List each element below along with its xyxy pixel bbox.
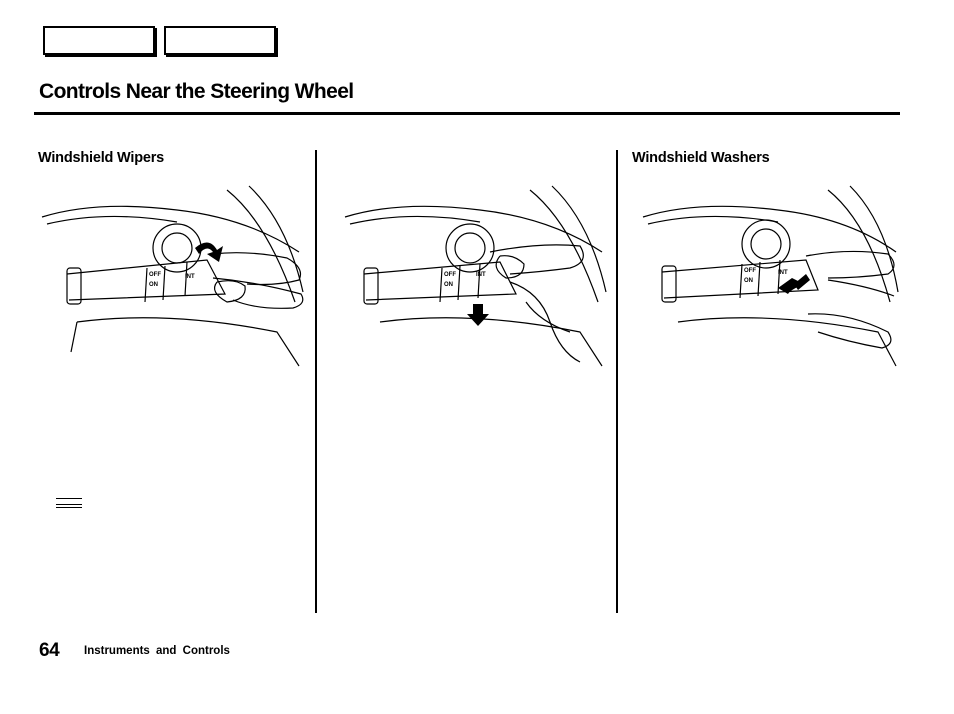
switch-label-off: OFF (744, 268, 756, 274)
switch-label-off: OFF (149, 272, 161, 278)
washer-lever-illustration: OFF ON INT (638, 182, 900, 379)
switch-label-on: ON (744, 278, 753, 284)
previous-page-button[interactable] (43, 26, 155, 55)
wiper-twist-arrow-icon (195, 242, 223, 262)
page-number: 64 (39, 640, 60, 661)
next-page-button[interactable] (164, 26, 276, 55)
switch-label-int: INT (185, 274, 195, 280)
page-title: Controls Near the Steering Wheel (39, 80, 354, 103)
switch-label-int: INT (476, 272, 486, 278)
section-heading-wipers: Windshield Wipers (38, 150, 165, 166)
wiper-down-arrow-icon (467, 304, 489, 326)
column-divider-2 (616, 150, 618, 613)
switch-label-off: OFF (444, 272, 456, 278)
wiper-lever-illustration: OFF ON INT (340, 182, 608, 379)
title-divider (34, 112, 900, 115)
washer-pull-arrow-icon (778, 274, 810, 294)
wiper-switch-illustration: OFF ON INT (37, 182, 305, 379)
triple-line-mark (56, 498, 82, 513)
section-heading-washers: Windshield Washers (632, 150, 770, 166)
switch-label-on: ON (149, 282, 158, 288)
switch-label-int: INT (778, 270, 788, 276)
column-divider-1 (315, 150, 317, 613)
switch-label-on: ON (444, 282, 453, 288)
footer-section-link[interactable]: Instruments and Controls (84, 645, 230, 657)
